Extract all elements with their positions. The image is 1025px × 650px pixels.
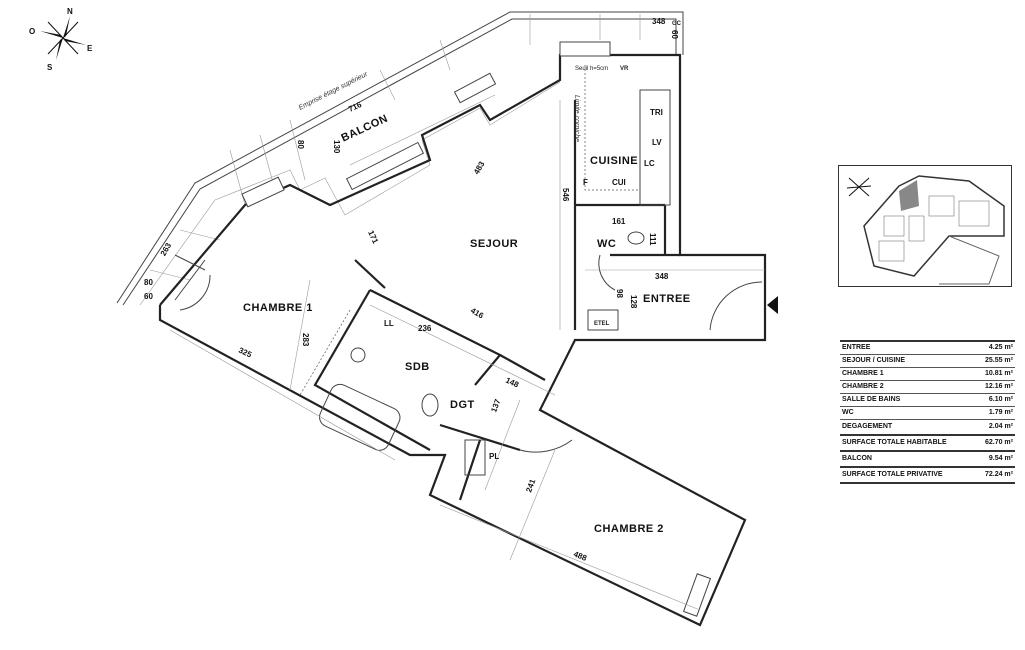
surface-row: WC 1.79 m²: [840, 407, 1015, 420]
compass-rose-icon: N E S O: [29, 7, 93, 72]
doors: [179, 254, 763, 453]
surface-value: 25.55 m²: [984, 357, 1013, 364]
surface-value: 2.04 m²: [988, 423, 1013, 430]
exterior-wall: [158, 53, 767, 627]
room-chambre1: CHAMBRE 1: [243, 302, 313, 314]
surface-value: 9.54 m²: [988, 455, 1013, 462]
location-minimap: [838, 165, 1012, 287]
dim-label: 546: [561, 188, 570, 202]
surface-table: ENTREE 4.25 m² SEJOUR / CUISINE 25.55 m² C…: [840, 340, 1015, 484]
dimension-labels: 348 60 716 80 130 483 546 161 111 348 98…: [144, 17, 679, 563]
dimension-lines: [169, 94, 765, 611]
surface-row: CHAMBRE 2 12.16 m²: [840, 381, 1015, 394]
dim-label: 111: [648, 233, 657, 246]
dim-label: 80: [144, 278, 153, 287]
label-corniche: Limite corniche: [573, 95, 580, 142]
room-entree: ENTREE: [643, 293, 691, 305]
label-pl: PL: [489, 452, 499, 461]
surface-total-habitable: SURFACE TOTALE HABITABLE 62.70 m²: [840, 436, 1015, 452]
label-vr: VR: [620, 66, 629, 72]
dim-label: 130: [332, 140, 341, 154]
dim-label: 325: [237, 346, 253, 360]
surface-label: SURFACE TOTALE HABITABLE: [842, 439, 947, 446]
label-tri: TRI: [650, 108, 663, 117]
surface-value: 72.24 m²: [984, 471, 1013, 478]
dim-label: 148: [504, 376, 520, 390]
dim-label: 716: [347, 100, 363, 114]
surface-row: CHAMBRE 1 10.81 m²: [840, 368, 1015, 381]
surface-row: DEGAGEMENT 2.04 m²: [840, 420, 1015, 436]
surface-value: 10.81 m²: [984, 370, 1013, 377]
surface-label: DEGAGEMENT: [842, 423, 893, 430]
label-ll: LL: [384, 319, 394, 328]
label-lc: LC: [644, 159, 655, 168]
balcony: [116, 11, 684, 306]
compass-east: E: [87, 44, 93, 53]
entrance-arrow-icon: [767, 296, 778, 314]
dim-label: 488: [572, 550, 588, 564]
surface-value: 12.16 m²: [984, 383, 1013, 390]
room-cuisine: CUISINE: [590, 155, 638, 167]
dim-label: 483: [472, 159, 487, 176]
surface-row: SALLE DE BAINS 6.10 m²: [840, 394, 1015, 407]
label-etel: ETEL: [594, 321, 610, 327]
dim-label: 236: [418, 324, 432, 333]
surface-label: SALLE DE BAINS: [842, 396, 901, 403]
room-chambre2: CHAMBRE 2: [594, 523, 664, 535]
surface-row: ENTREE 4.25 m²: [840, 342, 1015, 355]
dim-label: 60: [670, 30, 679, 39]
surface-total-privative: SURFACE TOTALE PRIVATIVE 72.24 m²: [840, 468, 1015, 482]
surface-label: ENTREE: [842, 344, 871, 351]
surface-label: BALCON: [842, 455, 872, 462]
surface-value: 1.79 m²: [988, 409, 1013, 416]
windows: [174, 41, 712, 617]
minimap-compass-icon: [846, 177, 872, 197]
surface-label: SURFACE TOTALE PRIVATIVE: [842, 471, 943, 478]
surface-value: 4.25 m²: [988, 344, 1013, 351]
dim-label: 283: [301, 333, 310, 347]
surface-row: SEJOUR / CUISINE 25.55 m²: [840, 355, 1015, 368]
fixtures: [319, 89, 671, 476]
surface-label: SEJOUR / CUISINE: [842, 357, 906, 364]
dim-label: 60: [144, 292, 153, 301]
dim-label: 416: [469, 306, 486, 321]
dim-label: 98: [615, 289, 624, 298]
dim-label: 128: [629, 295, 638, 309]
compass-south: S: [47, 63, 53, 72]
dim-label: 161: [612, 217, 626, 226]
dim-label: 171: [366, 229, 380, 245]
dim-label: 263: [159, 241, 174, 258]
interior-walls: [313, 100, 680, 501]
label-f: F: [583, 178, 588, 187]
surface-value: 62.70 m²: [984, 439, 1013, 446]
dim-label: 348: [655, 272, 669, 281]
room-wc: WC: [597, 238, 616, 250]
label-lv: LV: [652, 138, 662, 147]
room-sejour: SEJOUR: [470, 238, 518, 250]
label-gc: GC: [672, 21, 682, 27]
room-sdb: SDB: [405, 361, 430, 373]
compass-west: O: [29, 27, 35, 36]
surface-value: 6.10 m²: [988, 396, 1013, 403]
dim-label: 348: [652, 17, 666, 26]
room-dgt: DGT: [450, 399, 475, 411]
surface-label: CHAMBRE 1: [842, 370, 884, 377]
room-balcon: BALCON: [339, 112, 389, 144]
label-seuil: Seuil h=5cm: [575, 66, 608, 72]
dim-label: 137: [489, 397, 502, 413]
surface-label: WC: [842, 409, 854, 416]
compass-north: N: [67, 7, 73, 16]
dim-label: 80: [296, 140, 305, 149]
surface-label: CHAMBRE 2: [842, 383, 884, 390]
label-cui: CUI: [612, 178, 626, 187]
surface-row: BALCON 9.54 m²: [840, 452, 1015, 468]
dim-label: 241: [524, 477, 537, 493]
